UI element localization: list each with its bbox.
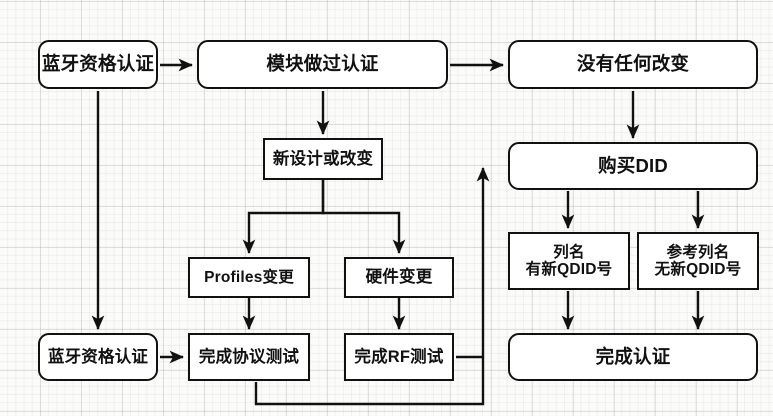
node-no-change[interactable]: 没有任何改变 [508, 40, 758, 89]
node-module-certified[interactable]: 模块做过认证 [197, 40, 448, 89]
node-profiles-change[interactable]: Profiles变更 [188, 257, 310, 298]
node-buy-did[interactable]: 购买DID [508, 142, 758, 190]
node-bt-qual-bottom[interactable]: 蓝牙资格认证 [38, 333, 158, 381]
node-rf-test[interactable]: 完成RF测试 [344, 333, 454, 381]
node-new-design[interactable]: 新设计或改变 [263, 138, 383, 180]
node-cert-done[interactable]: 完成认证 [508, 333, 758, 381]
node-protocol-test[interactable]: 完成协议测试 [188, 333, 310, 381]
node-listed-new-qdid[interactable]: 列名 有新QDID号 [508, 232, 630, 290]
node-ref-no-qdid[interactable]: 参考列名 无新QDID号 [637, 232, 759, 290]
connector-e-newdesign-split-l [242, 180, 325, 254]
node-hardware-change[interactable]: 硬件变更 [344, 257, 454, 298]
connector-e-newdesign-split-r [321, 180, 406, 254]
node-bt-qual-top[interactable]: 蓝牙资格认证 [38, 40, 158, 89]
